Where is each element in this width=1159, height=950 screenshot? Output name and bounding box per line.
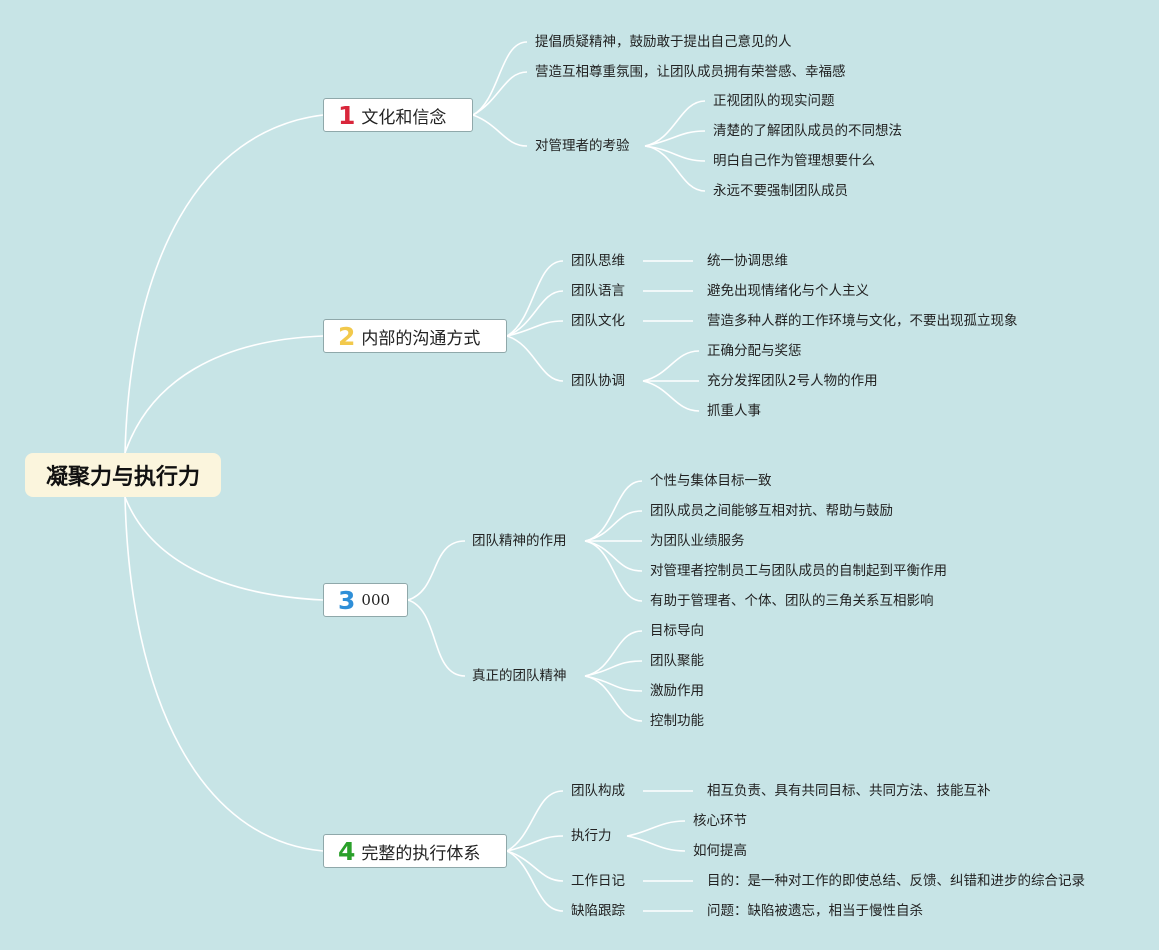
connector-b4-c1 — [506, 790, 564, 852]
root-topic[interactable]: 凝聚力与执行力 — [25, 453, 221, 497]
b4-child-4[interactable]: 缺陷跟踪 — [571, 903, 625, 919]
connector-b2-c2 — [506, 290, 564, 337]
b1c3-grandchild-3[interactable]: 明白自己作为管理想要什么 — [713, 153, 875, 169]
b1-child-1[interactable]: 提倡质疑精神，鼓励敢于提出自己意见的人 — [535, 34, 792, 50]
connector-b3c2-g4 — [584, 675, 643, 722]
b3c1-grandchild-1[interactable]: 个性与集体目标一致 — [650, 473, 772, 489]
b2c2-grandchild-1[interactable]: 避免出现情绪化与个人主义 — [707, 283, 869, 299]
connector-b4-c2 — [506, 835, 564, 852]
connector-b1c3-g1 — [644, 100, 706, 147]
number-3-icon: 3 — [338, 585, 356, 615]
branch-2-topic[interactable]: 2 内部的沟通方式 — [323, 319, 507, 353]
b3c1-grandchild-2[interactable]: 团队成员之间能够互相对抗、帮助与鼓励 — [650, 503, 893, 519]
b4c2-grandchild-2[interactable]: 如何提高 — [693, 843, 747, 859]
connector-b2c4-g1 — [642, 350, 700, 382]
connector-b1c3-g4 — [644, 145, 706, 192]
branch-3-label: 000 — [361, 591, 391, 609]
connector-b3c2-g1 — [584, 630, 643, 677]
branch-3-topic[interactable]: 3 000 — [323, 583, 408, 617]
b4-child-1[interactable]: 团队构成 — [571, 783, 625, 799]
b2-child-2[interactable]: 团队语言 — [571, 283, 625, 299]
b3c2-grandchild-3[interactable]: 激励作用 — [650, 683, 704, 699]
connector-b1-c3 — [472, 114, 528, 147]
connector-b1-c2 — [472, 71, 528, 116]
connector-root-b1 — [124, 114, 324, 454]
b2-child-3[interactable]: 团队文化 — [571, 313, 625, 329]
connector-b1c3-g2 — [644, 130, 706, 147]
connector-b3c1-g1 — [584, 480, 643, 542]
connector-b4c2-g1 — [626, 820, 686, 837]
connector-root-b2 — [124, 335, 324, 454]
b1c3-grandchild-4[interactable]: 永远不要强制团队成员 — [713, 183, 848, 199]
b2-child-1[interactable]: 团队思维 — [571, 253, 625, 269]
b2c4-grandchild-2[interactable]: 充分发挥团队2号人物的作用 — [707, 373, 878, 389]
number-4-icon: 4 — [338, 836, 356, 866]
connector-b4c2-g2 — [626, 835, 686, 852]
number-2-icon: 2 — [338, 321, 356, 351]
connector-b2c4-g3 — [642, 380, 700, 412]
branch-4-topic[interactable]: 4 完整的执行体系 — [323, 834, 507, 868]
connector-b3c1-g4 — [584, 540, 643, 572]
b4c2-grandchild-1[interactable]: 核心环节 — [693, 813, 747, 829]
branch-2-label: 内部的沟通方式 — [361, 328, 481, 349]
b3c1-grandchild-5[interactable]: 有助于管理者、个体、团队的三角关系互相影响 — [650, 593, 934, 609]
connector-b3-c1 — [407, 540, 466, 601]
branch-1-label: 文化和信念 — [361, 107, 447, 128]
branch-1-topic[interactable]: 1 文化和信念 — [323, 98, 473, 132]
connector-root-b3 — [124, 496, 324, 601]
b2-child-4[interactable]: 团队协调 — [571, 373, 625, 389]
connector-root-b4 — [124, 496, 324, 852]
b3c2-grandchild-4[interactable]: 控制功能 — [650, 713, 704, 729]
b4c1-grandchild-1[interactable]: 相互负责、具有共同目标、共同方法、技能互补 — [707, 783, 991, 799]
b3c1-grandchild-3[interactable]: 为团队业绩服务 — [650, 533, 745, 549]
connector-b4-c3 — [506, 850, 564, 882]
b2c4-grandchild-1[interactable]: 正确分配与奖惩 — [707, 343, 802, 359]
connector-b3c2-g2 — [584, 660, 643, 677]
connector-b3c1-g2 — [584, 510, 643, 542]
b1c3-grandchild-2[interactable]: 清楚的了解团队成员的不同想法 — [713, 123, 902, 139]
b2c4-grandchild-3[interactable]: 抓重人事 — [707, 403, 761, 419]
b2c3-grandchild-1[interactable]: 营造多种人群的工作环境与文化，不要出现孤立现象 — [707, 313, 1018, 329]
b3-child-1[interactable]: 团队精神的作用 — [472, 533, 567, 549]
b4-child-2[interactable]: 执行力 — [571, 828, 612, 844]
connector-b2-c1 — [506, 260, 564, 337]
number-1-icon: 1 — [338, 100, 356, 130]
connector-b4-c4 — [506, 850, 564, 912]
b4-child-3[interactable]: 工作日记 — [571, 873, 625, 889]
b4c3-grandchild-1[interactable]: 目的：是一种对工作的即使总结、反馈、纠错和进步的综合记录 — [707, 873, 1085, 889]
b1c3-grandchild-1[interactable]: 正视团队的现实问题 — [713, 93, 835, 109]
connector-b3c1-g5 — [584, 540, 643, 602]
connector-b2-c4 — [506, 335, 564, 382]
b3c1-grandchild-4[interactable]: 对管理者控制员工与团队成员的自制起到平衡作用 — [650, 563, 947, 579]
b3c2-grandchild-1[interactable]: 目标导向 — [650, 623, 704, 639]
b2c1-grandchild-1[interactable]: 统一协调思维 — [707, 253, 788, 269]
branch-4-label: 完整的执行体系 — [361, 843, 481, 864]
connector-b1-c1 — [472, 41, 528, 116]
connector-b3-c2 — [407, 599, 466, 677]
b3c2-grandchild-2[interactable]: 团队聚能 — [650, 653, 704, 669]
b3-child-2[interactable]: 真正的团队精神 — [472, 668, 567, 684]
connector-b2-c3 — [506, 320, 564, 337]
b4c4-grandchild-1[interactable]: 问题：缺陷被遗忘，相当于慢性自杀 — [707, 903, 923, 919]
b1-child-3[interactable]: 对管理者的考验 — [535, 138, 630, 154]
b1-child-2[interactable]: 营造互相尊重氛围，让团队成员拥有荣誉感、幸福感 — [535, 64, 846, 80]
